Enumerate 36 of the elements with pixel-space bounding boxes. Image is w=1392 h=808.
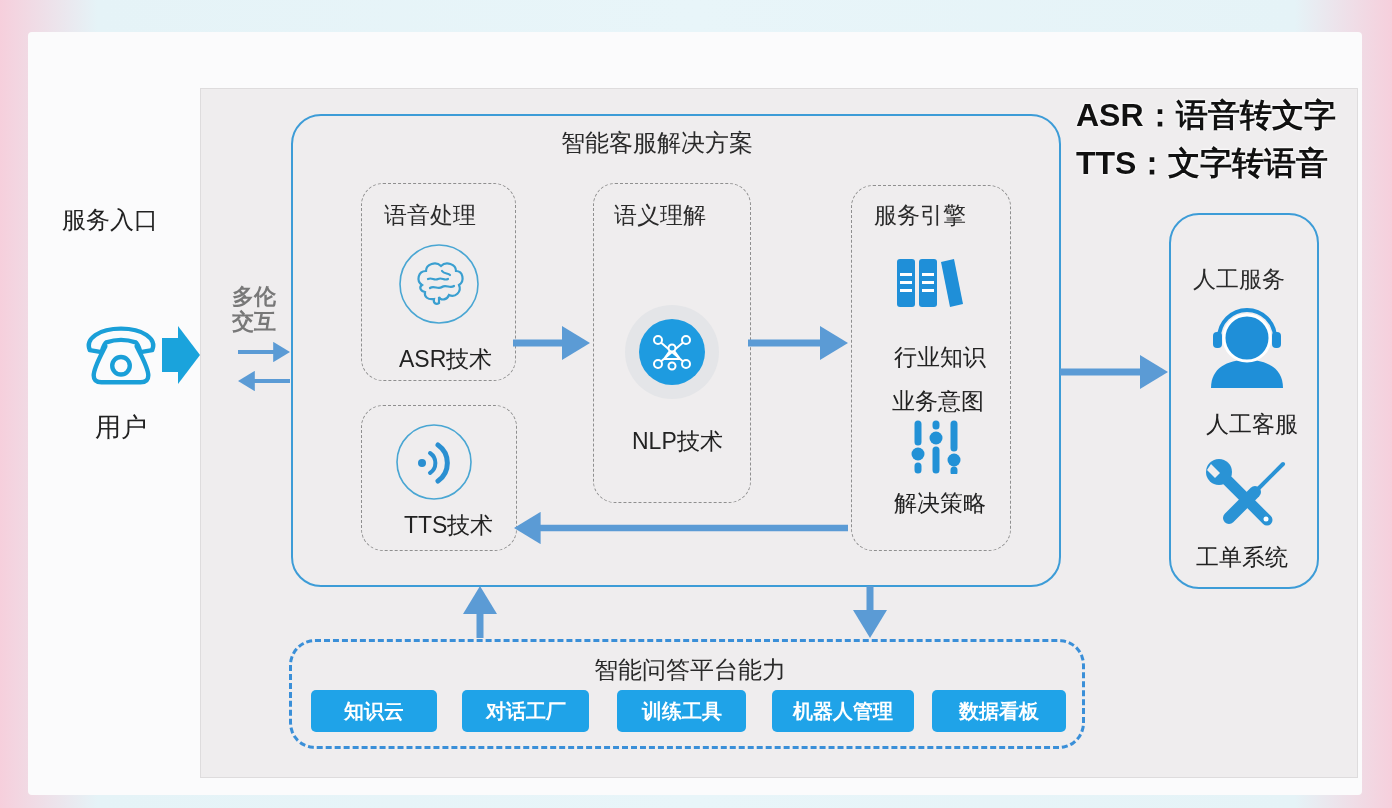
heading: 语音处理 bbox=[384, 202, 476, 230]
heading: 智能客服解决方案 bbox=[561, 129, 753, 158]
tag: 知识云 bbox=[311, 690, 437, 732]
note: ASR：语音转文字 bbox=[1076, 96, 1336, 135]
tag: 机器人管理 bbox=[772, 690, 914, 732]
tag: 数据看板 bbox=[932, 690, 1066, 732]
dashed-box bbox=[289, 639, 1085, 749]
tag: 训练工具 bbox=[617, 690, 746, 732]
label: 用户 bbox=[95, 412, 147, 444]
dashed-box bbox=[593, 183, 751, 503]
heading: 服务引擎 bbox=[874, 202, 966, 230]
panel bbox=[200, 88, 1358, 778]
label: ASR技术 bbox=[399, 346, 493, 374]
heading: 智能问答平台能力 bbox=[594, 656, 786, 685]
rounded-box bbox=[1169, 213, 1319, 589]
label: 人工客服 bbox=[1206, 411, 1298, 439]
heading: 人工服务 bbox=[1193, 266, 1285, 294]
arrow bbox=[238, 341, 290, 363]
label: 工单系统 bbox=[1196, 544, 1288, 572]
label: TTS技术 bbox=[404, 512, 494, 540]
rounded-box bbox=[291, 114, 1061, 587]
dashed-box bbox=[361, 183, 516, 381]
label: NLP技术 bbox=[632, 428, 723, 456]
arrow bbox=[162, 326, 200, 384]
heading: 服务入口 bbox=[62, 206, 158, 235]
label: 业务意图 bbox=[892, 388, 984, 416]
arrow bbox=[853, 586, 887, 638]
tag: 对话工厂 bbox=[462, 690, 589, 732]
arrow bbox=[238, 370, 290, 392]
note: TTS：文字转语音 bbox=[1076, 144, 1329, 183]
dashed-box bbox=[361, 405, 517, 551]
label: 解决策略 bbox=[894, 490, 986, 518]
dashed-box bbox=[851, 185, 1011, 551]
arrow bbox=[1060, 355, 1168, 389]
heading: 语义理解 bbox=[614, 202, 706, 230]
label: 行业知识 bbox=[894, 344, 986, 372]
